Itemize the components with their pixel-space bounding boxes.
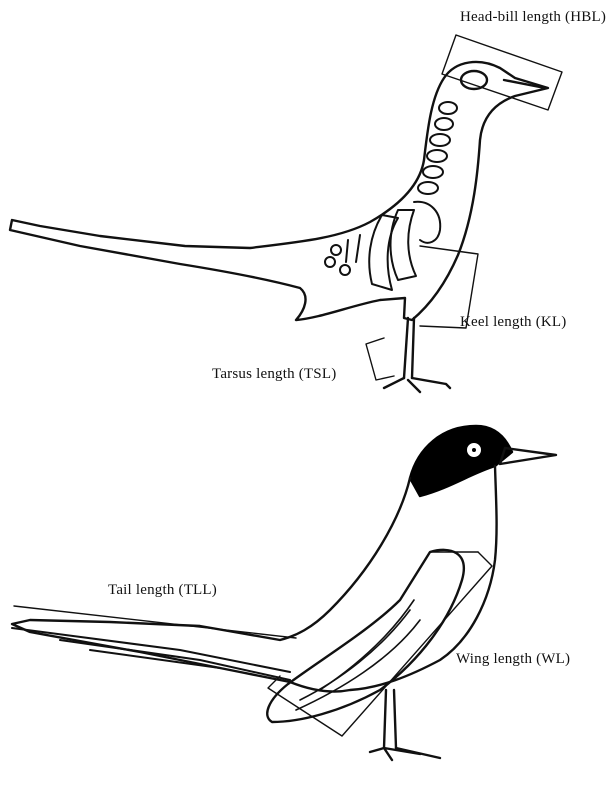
bottom-bird-figure [12,426,556,760]
top-bird-eye [461,71,487,89]
bottom-bird-wing-feathers [296,600,420,710]
tail-length-label: Tail length (TLL) [108,582,217,599]
top-bird-outline [10,62,548,320]
bottom-bird-outline [12,466,497,692]
head-bill-length-label: Head-bill length (HBL) [460,9,606,26]
top-bird-figure [10,35,562,392]
top-bird-leg [384,318,450,392]
bottom-bird-wing [267,550,464,722]
top-bird-spine [418,102,457,194]
keel-length-label: Keel length (KL) [460,314,567,331]
wing-length-label: Wing length (WL) [456,651,570,668]
tarsus-length-label: Tarsus length (TSL) [212,366,336,383]
bottom-bird-legs [370,690,440,760]
